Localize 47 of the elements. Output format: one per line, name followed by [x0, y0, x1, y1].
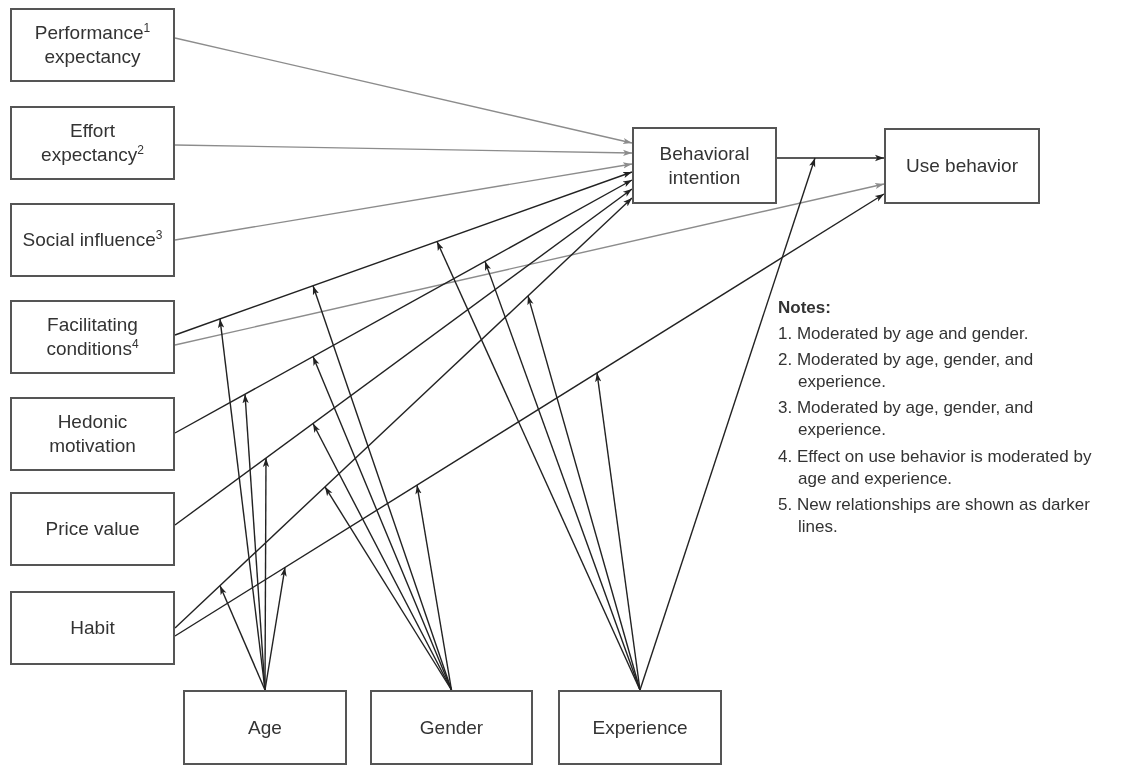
construct-box — [10, 106, 175, 180]
construct-box — [10, 203, 175, 277]
construct-box — [10, 591, 175, 665]
moderator-arrow — [595, 372, 641, 691]
moderator-arrow — [484, 260, 641, 691]
construct-box — [10, 8, 175, 82]
construct-box — [183, 690, 347, 765]
note-text: 5. New relationships are shown as darker lines. — [778, 493, 1091, 538]
construct-box — [10, 300, 175, 374]
construct-box — [884, 128, 1040, 204]
construct-box — [10, 492, 175, 566]
construct-box — [10, 397, 175, 471]
construct-label: Hedonic motivation — [48, 410, 137, 458]
construct-box — [370, 690, 533, 765]
construct-label: Gender — [419, 715, 484, 740]
arrow — [174, 197, 633, 629]
moderator-arrow — [639, 157, 816, 691]
note-text: 3. Moderated by age, gender, and experience. — [778, 397, 1035, 442]
arrow — [776, 154, 885, 162]
construct-label: Habit — [70, 616, 115, 640]
construct-label: Behavioral intention — [658, 141, 751, 190]
arrow — [174, 182, 885, 346]
construct-label: Price value — [45, 517, 140, 541]
arrow — [174, 193, 885, 637]
notes-heading: Notes: — [778, 297, 831, 319]
construct-box — [558, 690, 722, 765]
note-text: 4. Effect on use behavior is moderated by age and experience. — [778, 445, 1093, 490]
construct-label: Experience — [592, 715, 688, 740]
arrow — [174, 144, 633, 156]
moderator-arrow — [264, 566, 287, 691]
moderator-arrow — [219, 584, 266, 691]
moderator-arrow — [415, 484, 453, 691]
arrow — [174, 162, 633, 241]
arrow — [174, 37, 633, 145]
moderator-arrow — [324, 486, 453, 691]
construct-box — [632, 127, 777, 204]
arrow — [174, 171, 633, 336]
construct-label: Use behavior — [906, 154, 1018, 178]
construct-label: Effort expectancy$^{2}$ — [40, 119, 145, 167]
note-text: 2. Moderated by age, gender, and experience. — [778, 349, 1035, 394]
construct-label: Performance$^{1}$ expectancy — [33, 21, 152, 69]
construct-label: Facilitating conditions$^{4}$ — [45, 313, 140, 361]
arrow — [174, 179, 633, 434]
construct-label: Age — [248, 715, 282, 740]
note-text: 1. Moderated by age and gender. — [778, 323, 1029, 346]
construct-label: Social influence$^{3}$ — [22, 228, 163, 252]
arrow — [174, 188, 633, 526]
